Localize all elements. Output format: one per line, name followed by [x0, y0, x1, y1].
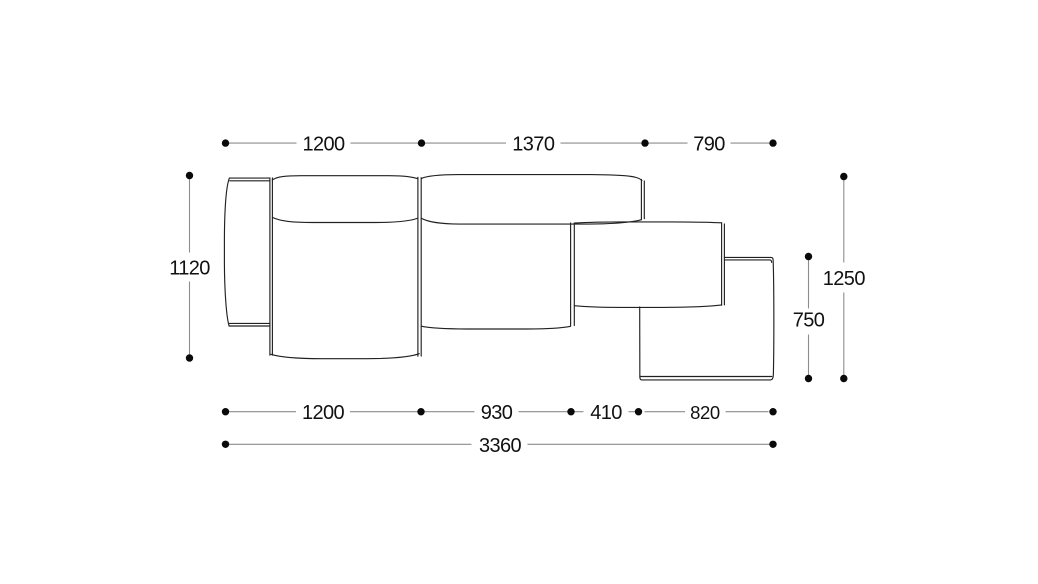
dim-dot: [221, 139, 230, 147]
dim-dot: [185, 171, 194, 180]
dim-dot: [634, 408, 643, 416]
dim-label-overall-3360: 3360: [479, 435, 522, 457]
dim-label-right-750: 750: [793, 310, 825, 332]
left-armrest: [223, 177, 271, 327]
dim-label-right-1250: 1250: [823, 268, 866, 290]
ottoman1-top-edge: [573, 221, 723, 224]
dim-dot: [769, 408, 777, 416]
module2-back-edge: [420, 174, 643, 182]
ottoman2-top-seam-inner: [723, 259, 773, 263]
dim-label-top-790: 790: [693, 134, 725, 156]
dim-dot: [804, 252, 813, 261]
dim-bottom-overall: 3360: [221, 435, 777, 457]
seat-module-2: [420, 174, 645, 330]
seat-module-1: [269, 175, 422, 360]
armrest-left-edge: [223, 177, 230, 327]
dim-label-top-1200: 1200: [302, 134, 345, 156]
dim-left-depth: 1120: [169, 171, 211, 362]
dim-right-total-depth: 1250: [823, 172, 866, 383]
dim-dot: [840, 374, 848, 383]
dim-bottom-chain: 1200 930 410 820: [221, 402, 777, 424]
sofa-outline: [223, 174, 775, 381]
module2-cushion-front-line: [420, 217, 642, 225]
ottoman-2: [639, 256, 775, 381]
module1-back-edge: [271, 175, 419, 181]
dim-dot: [221, 408, 230, 416]
dim-top-chain: 1200 1370 790: [221, 134, 777, 156]
dimension-lines: 1200 1370 790 1120 750 1250: [169, 134, 866, 457]
dim-dot: [769, 440, 777, 448]
dim-dot: [417, 139, 426, 147]
ottoman1-bottom-edge: [573, 304, 723, 308]
module1-front-edge: [270, 353, 420, 360]
dim-dot: [641, 139, 649, 147]
dim-dot: [769, 139, 777, 147]
dim-right-ottoman-depth: 750: [793, 252, 825, 383]
module2-front-edge: [420, 325, 572, 330]
dim-label-bottom-930: 930: [481, 402, 513, 424]
dim-dot: [804, 374, 813, 383]
dim-label-left-1120: 1120: [169, 258, 210, 280]
dim-dot: [840, 172, 848, 181]
dim-dot: [185, 354, 194, 362]
module1-cushion-front-line: [271, 216, 419, 224]
ottoman-1: [573, 221, 725, 308]
dim-label-bottom-820: 820: [690, 402, 720, 423]
dim-dot: [221, 440, 230, 448]
dim-dot: [417, 408, 425, 416]
dim-label-top-1370: 1370: [512, 134, 555, 156]
ottoman2-outer-boundary: [639, 256, 775, 381]
dim-label-bottom-410: 410: [590, 402, 622, 424]
dim-label-bottom-1200: 1200: [302, 402, 345, 424]
dim-dot: [567, 408, 575, 416]
